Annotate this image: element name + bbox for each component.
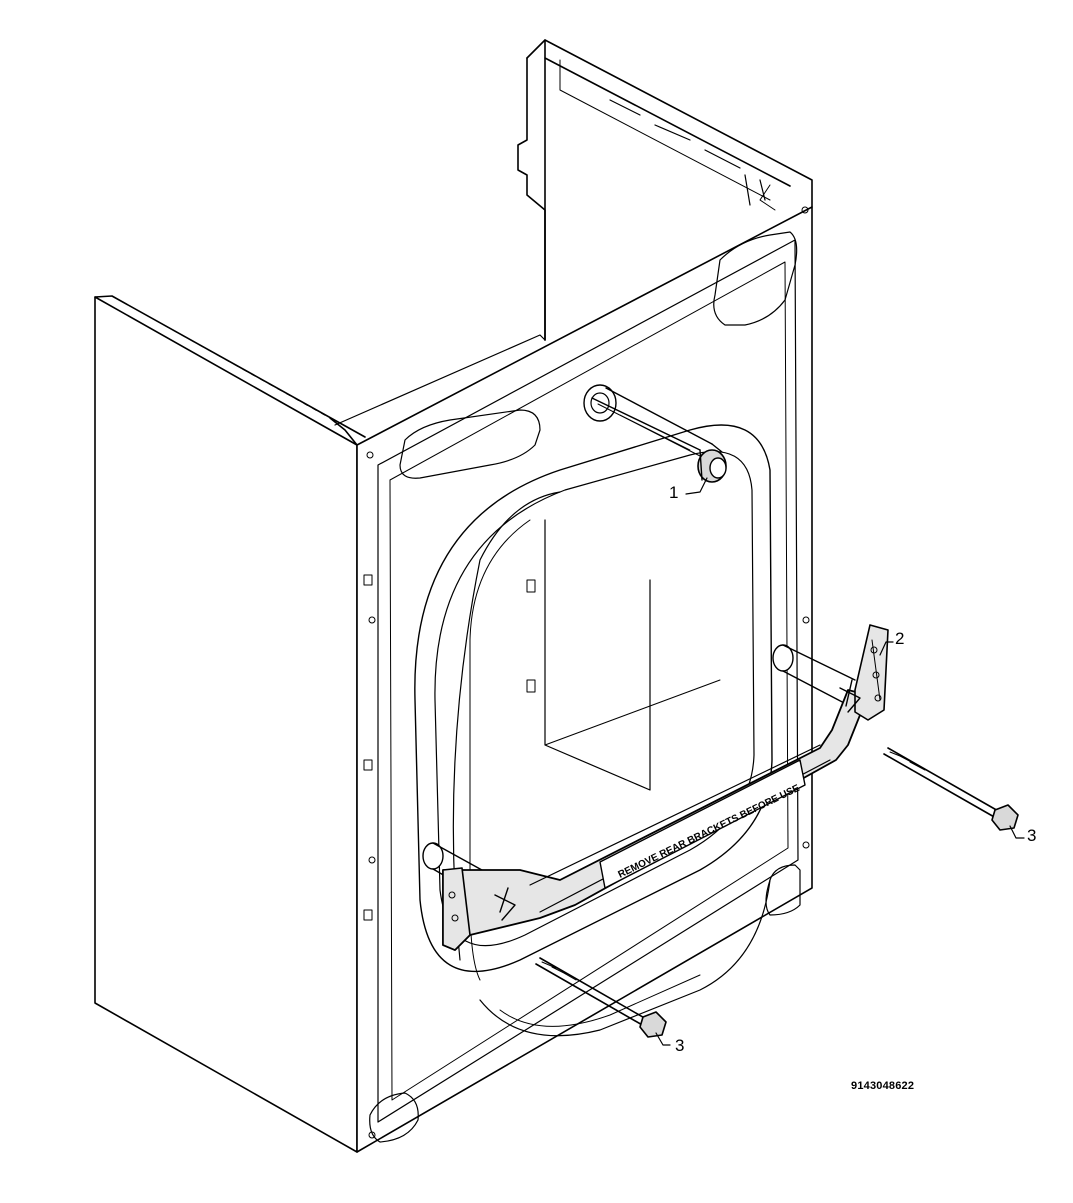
callout-1: 1 — [669, 483, 679, 502]
cabinet-rear-panel — [329, 206, 813, 1153]
cabinet-rear-frame — [517, 39, 813, 341]
callout-2: 2 — [895, 629, 905, 648]
part-1-shaft-bolt — [583, 384, 727, 483]
tub-opening — [414, 424, 773, 1037]
callout-leaders — [655, 477, 1025, 1046]
callout-3a: 3 — [1027, 826, 1037, 845]
part-number-label: 9143048622 — [851, 1080, 915, 1092]
part-3-bolt-bottom — [535, 957, 667, 1038]
cabinet-side-panel — [94, 295, 366, 1153]
part-3-bolt-right — [883, 747, 1019, 831]
callout-3b: 3 — [675, 1036, 685, 1055]
